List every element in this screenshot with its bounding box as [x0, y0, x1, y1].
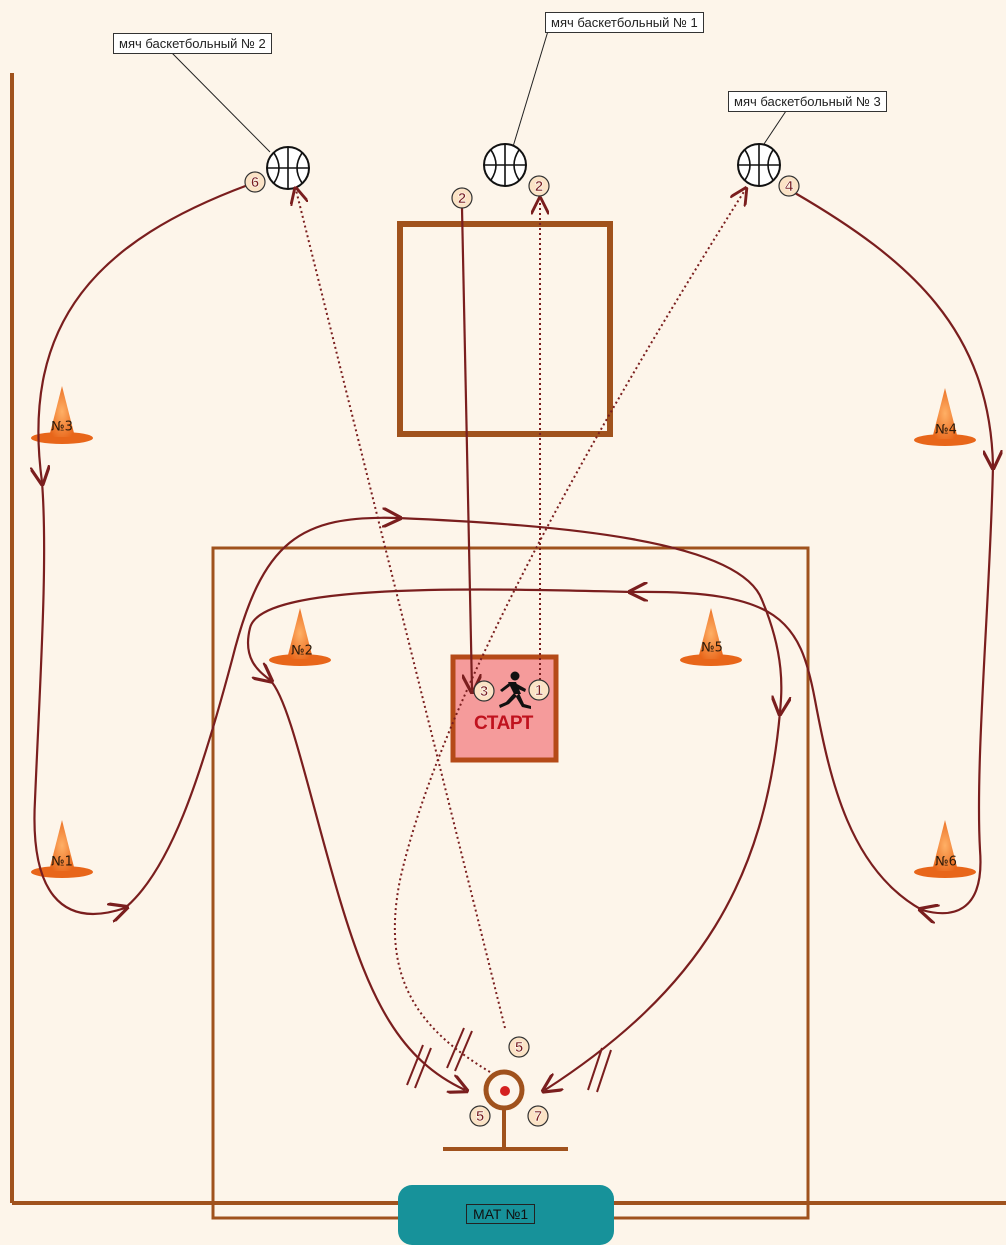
step-marker: 2	[451, 187, 473, 209]
cone-icon	[31, 386, 93, 444]
ball-label-2: мяч баскетбольный № 2	[113, 33, 272, 54]
step-number: 2	[458, 190, 466, 207]
step-marker: 5	[508, 1036, 530, 1058]
step-marker: 4	[778, 175, 800, 197]
cone-label-5: №5	[701, 640, 723, 656]
step-number: 1	[535, 682, 543, 699]
mat	[398, 1185, 614, 1245]
step-marker: 2	[528, 175, 550, 197]
cone-label-1: №1	[51, 854, 73, 870]
step-number: 5	[476, 1108, 484, 1125]
step-number: 2	[535, 178, 543, 195]
step-number: 4	[785, 178, 794, 195]
step-marker: 3	[473, 680, 495, 702]
ball-label-1: мяч баскетбольный № 1	[545, 12, 704, 33]
cone-icon	[680, 608, 742, 666]
cone-icon	[914, 388, 976, 446]
cone-label-6: №6	[935, 854, 957, 870]
cone-label-2: №2	[291, 643, 313, 659]
cone-icon	[269, 608, 331, 666]
start-label: СТАРТ	[474, 713, 533, 734]
ball-label-3: мяч баскетбольный № 3	[728, 91, 887, 112]
upper-box	[397, 221, 613, 437]
basketball-icon	[737, 143, 781, 187]
step-marker: 5	[469, 1105, 491, 1127]
basket-hoop	[443, 1069, 568, 1151]
step-number: 5	[515, 1039, 523, 1056]
basketball-icon	[266, 146, 310, 190]
cone-icon	[31, 820, 93, 878]
cone-label-3: №3	[51, 419, 73, 435]
step-markers: 1 2 2 3 4 5 5 6 7	[244, 171, 800, 1127]
label-leaders	[171, 30, 787, 153]
pass-paths	[296, 190, 745, 1073]
step-number: 7	[534, 1108, 542, 1125]
start-square	[450, 654, 559, 763]
step-number: 6	[251, 174, 259, 191]
mat-label: МАТ №1	[466, 1204, 536, 1224]
step-marker: 6	[244, 171, 266, 193]
step-marker: 7	[527, 1105, 549, 1127]
cone-icon	[914, 820, 976, 878]
slash-marks	[406, 1027, 612, 1093]
basketball-icon	[483, 143, 527, 187]
court-boundary	[10, 73, 1006, 1205]
cone-label-4: №4	[935, 422, 957, 438]
step-marker: 1	[528, 679, 550, 701]
step-number: 3	[480, 683, 488, 700]
running-paths	[34, 183, 993, 1090]
runner-icon	[499, 671, 531, 709]
